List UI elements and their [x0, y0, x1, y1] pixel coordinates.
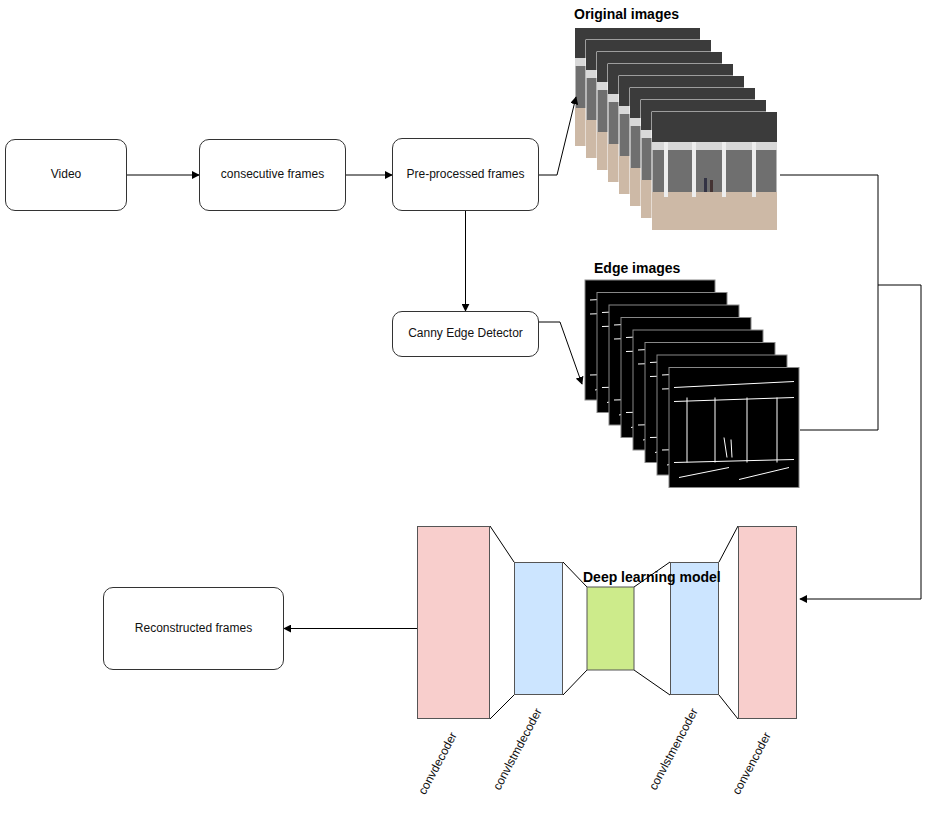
flow-arrow	[465, 211, 466, 311]
box-label: Reconstructed frames	[135, 621, 252, 637]
process-box: consecutive frames	[199, 139, 346, 211]
image-stack-title: Edge images	[594, 260, 680, 276]
flow-arrow	[284, 628, 417, 629]
layer-name: convdecoder	[415, 730, 460, 797]
flow-arrow	[127, 175, 199, 176]
box-label: Canny Edge Detector	[408, 326, 523, 342]
process-box: Canny Edge Detector	[392, 311, 539, 357]
layer-name: convencoder	[729, 730, 774, 797]
image-stack-title: Original images	[574, 6, 679, 22]
process-box: Video	[5, 139, 127, 211]
model-title: Deep learning model	[583, 569, 721, 585]
image-connectors	[539, 97, 921, 599]
convlstm-decoder-block: convlstmdecoder	[514, 562, 563, 695]
output-box: Reconstructed frames	[103, 587, 284, 670]
conv-encoder-block: convencoder	[738, 526, 797, 719]
layer-name: convlstmdecoder	[490, 706, 545, 793]
box-label: Video	[51, 167, 81, 183]
box-label: consecutive frames	[221, 167, 324, 183]
box-label: Pre-processed frames	[406, 167, 524, 183]
flow-arrow	[346, 175, 392, 176]
conv-decoder-block: convdecoder	[417, 526, 490, 719]
layer-trapezoids	[490, 526, 738, 719]
process-box: Pre-processed frames	[392, 138, 539, 211]
edge-image-stack	[585, 280, 799, 488]
latent-block	[587, 587, 634, 670]
original-image-stack	[575, 28, 777, 230]
layer-name: convlstmencoder	[646, 706, 701, 793]
